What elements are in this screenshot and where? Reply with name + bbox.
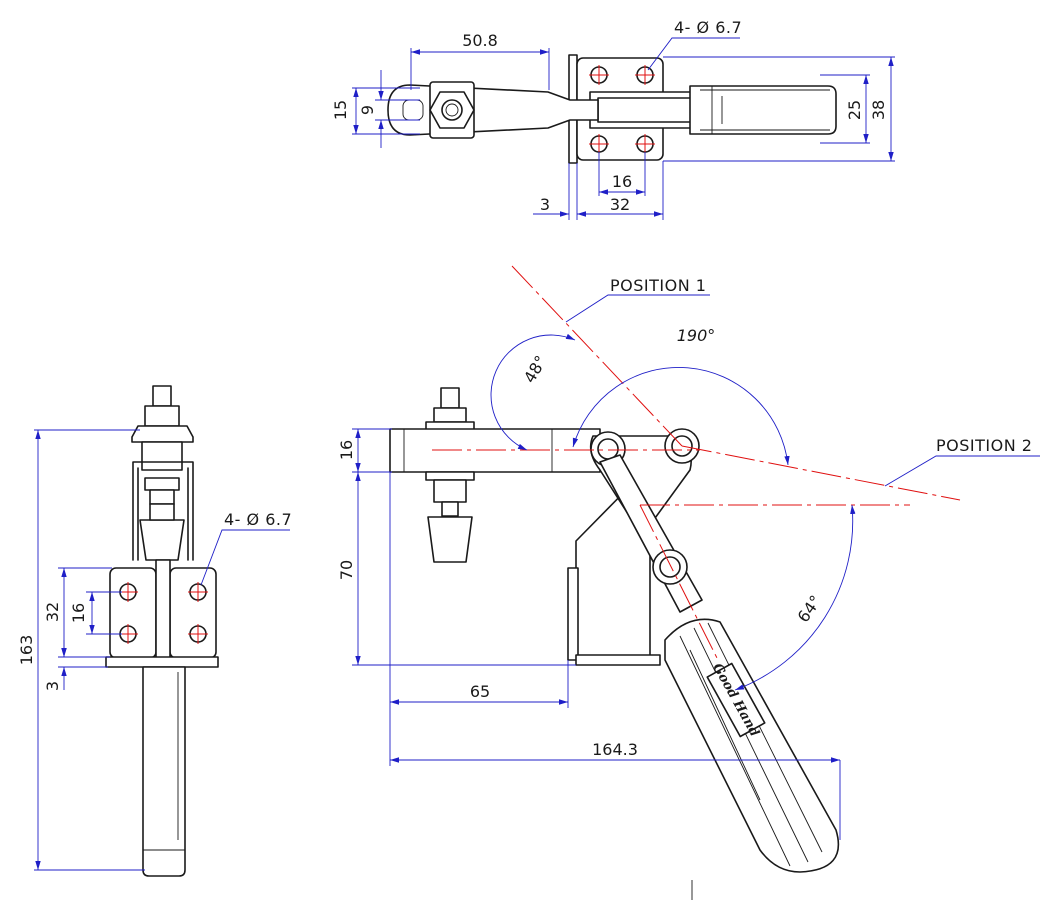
side-view-spindle-tip [427,516,473,563]
side-view-top-nut [433,407,467,423]
front-view-upper-block [141,441,183,471]
dim-top-hole-pitch: 16 [612,172,632,191]
position-labels: POSITION 1 POSITION 2 [565,276,1040,487]
dim-top-base-thickness: 3 [540,195,550,214]
front-view-spindle-tip [139,519,185,561]
front-view-lower-nut [144,477,180,491]
front-hole-callout: 4- Ø 6.7 [224,510,292,529]
front-view-bar-head [131,425,194,443]
front-view [105,385,219,877]
top-view-handle [689,85,837,135]
dim-front-overall-height: 163 [17,635,36,666]
front-view-stud [152,385,172,407]
side-view-base-plate [575,654,661,666]
front-view-link-frame [132,461,194,561]
label-position-2: POSITION 2 [936,436,1032,455]
angle-handle: 64° [794,592,826,626]
side-view: Good Hand [389,387,840,873]
dim-top-base-width: 38 [869,100,888,120]
dim-top-bar-width: 9 [358,105,377,115]
top-view-clamp-bar [387,84,599,136]
side-view-lower-nut [433,479,467,503]
dim-top-base-length: 32 [610,195,630,214]
dim-side-overall-length: 164.3 [592,740,638,759]
dim-top-hole-spacing: 15 [331,100,350,120]
dim-front-base-height: 32 [43,602,62,622]
dim-top-handle-width: 25 [845,100,864,120]
front-view-dimensions: 163 32 16 3 4- Ø 6.7 [17,429,292,871]
top-view-hex-nut [429,91,475,129]
front-view-right-bracket [169,567,217,659]
side-view-brand-plate [706,662,766,738]
dim-side-reach: 65 [470,682,490,701]
side-view-stud [440,387,460,409]
top-hole-callout: 4- Ø 6.7 [674,18,742,37]
dim-top-overall-width: 50.8 [462,31,498,50]
front-view-base-plate [105,656,219,668]
dim-front-base-thickness: 3 [43,681,62,691]
top-view [387,54,837,164]
dim-side-spindle-height: 70 [337,560,356,580]
dim-front-hole-pitch: 16 [69,603,88,623]
side-view-lower-pivot [652,549,688,585]
dim-side-bar-height: 16 [337,440,356,460]
top-view-dimensions: 50.8 15 9 25 38 16 3 32 4- Ø 6.7 [331,18,895,220]
top-view-link-arms [597,97,701,123]
angle-travel: 190° [677,326,716,345]
label-position-1: POSITION 1 [610,276,706,295]
front-view-handle [142,666,186,877]
angle-open: 48° [520,352,551,386]
front-view-top-nut [144,405,180,427]
front-view-left-bracket [109,567,157,659]
